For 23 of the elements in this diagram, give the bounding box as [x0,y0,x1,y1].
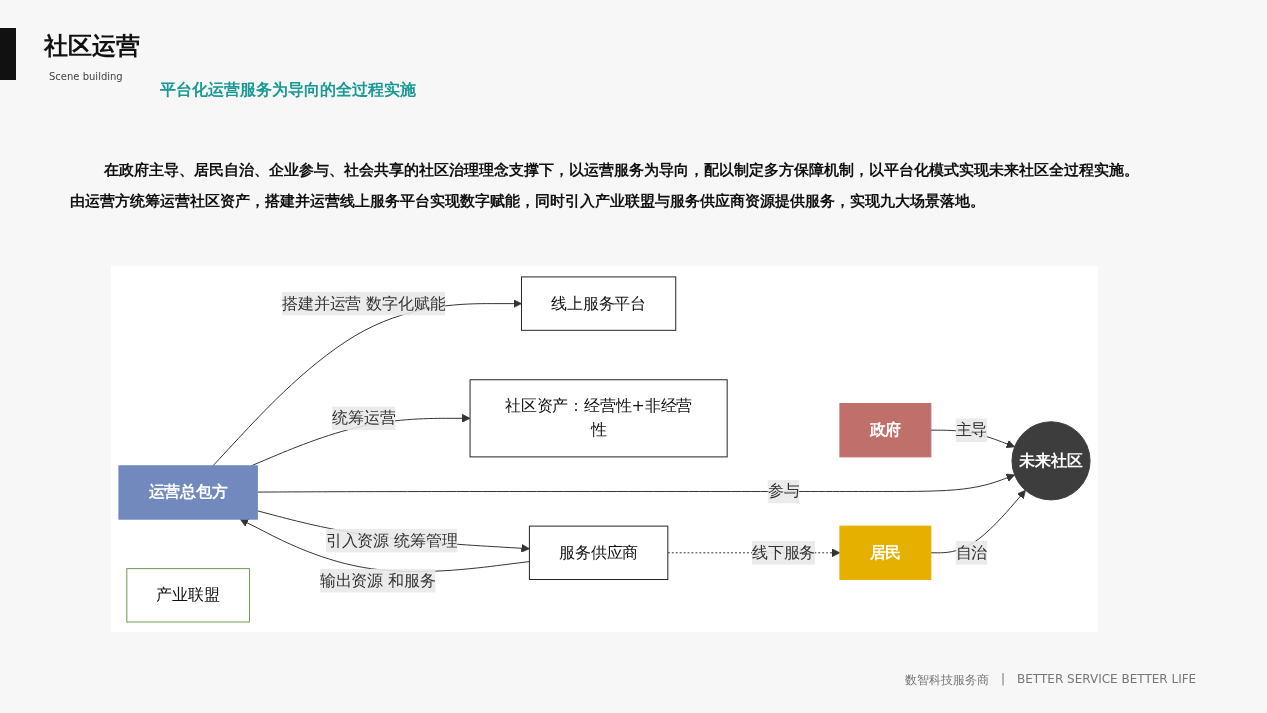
node-circle: 未来社区 [1011,420,1091,500]
edge-label: 自治 [955,542,988,562]
footer-text: | [1001,672,1006,688]
footer-text: BETTER SERVICE BETTER LIFE [1017,672,1197,688]
subtitle: Scene building [49,71,123,82]
node-box: 线上服务平台 [521,275,677,331]
edge-label: 参与 [767,481,800,500]
section-heading: 平台化运营服务为导向的全过程实施 [160,80,416,101]
page-title: 社区运营 [44,31,140,62]
node-box: 社区资产：经营性+非经营性 [469,378,728,457]
edge-label: 主导 [955,419,988,439]
edge-label: 搭建并运营 数字化赋能 [282,293,446,313]
node-box: 服务供应商 [528,525,669,580]
node-box: 产业联盟 [126,567,250,623]
edge-label: 统筹运营 [332,407,396,427]
edge-label: 线下服务 [751,542,816,562]
node-box: 政府 [839,402,932,457]
paragraph: 在政府主导、居民自治、企业参与、社会共享的社区治理理念支撑下，以运营服务为导向，配以制定多方保障机制，以平台化模式实现未来社区全过程实施。由运营方统筹运营社区资产，搭建并运营线上服务平台实现数字赋能，同时引入产业联盟与服务供应商资源提供服务，实现九大场景落地。 [70,160,1140,212]
footer-text: 数智科技服务商 [905,672,989,689]
node-box: 居民 [839,525,932,580]
node-box: 运营总包方 [118,464,258,520]
edge-label: 引入资源 统筹管理 [325,530,458,550]
edge-label: 输出资源 和服务 [319,570,436,590]
